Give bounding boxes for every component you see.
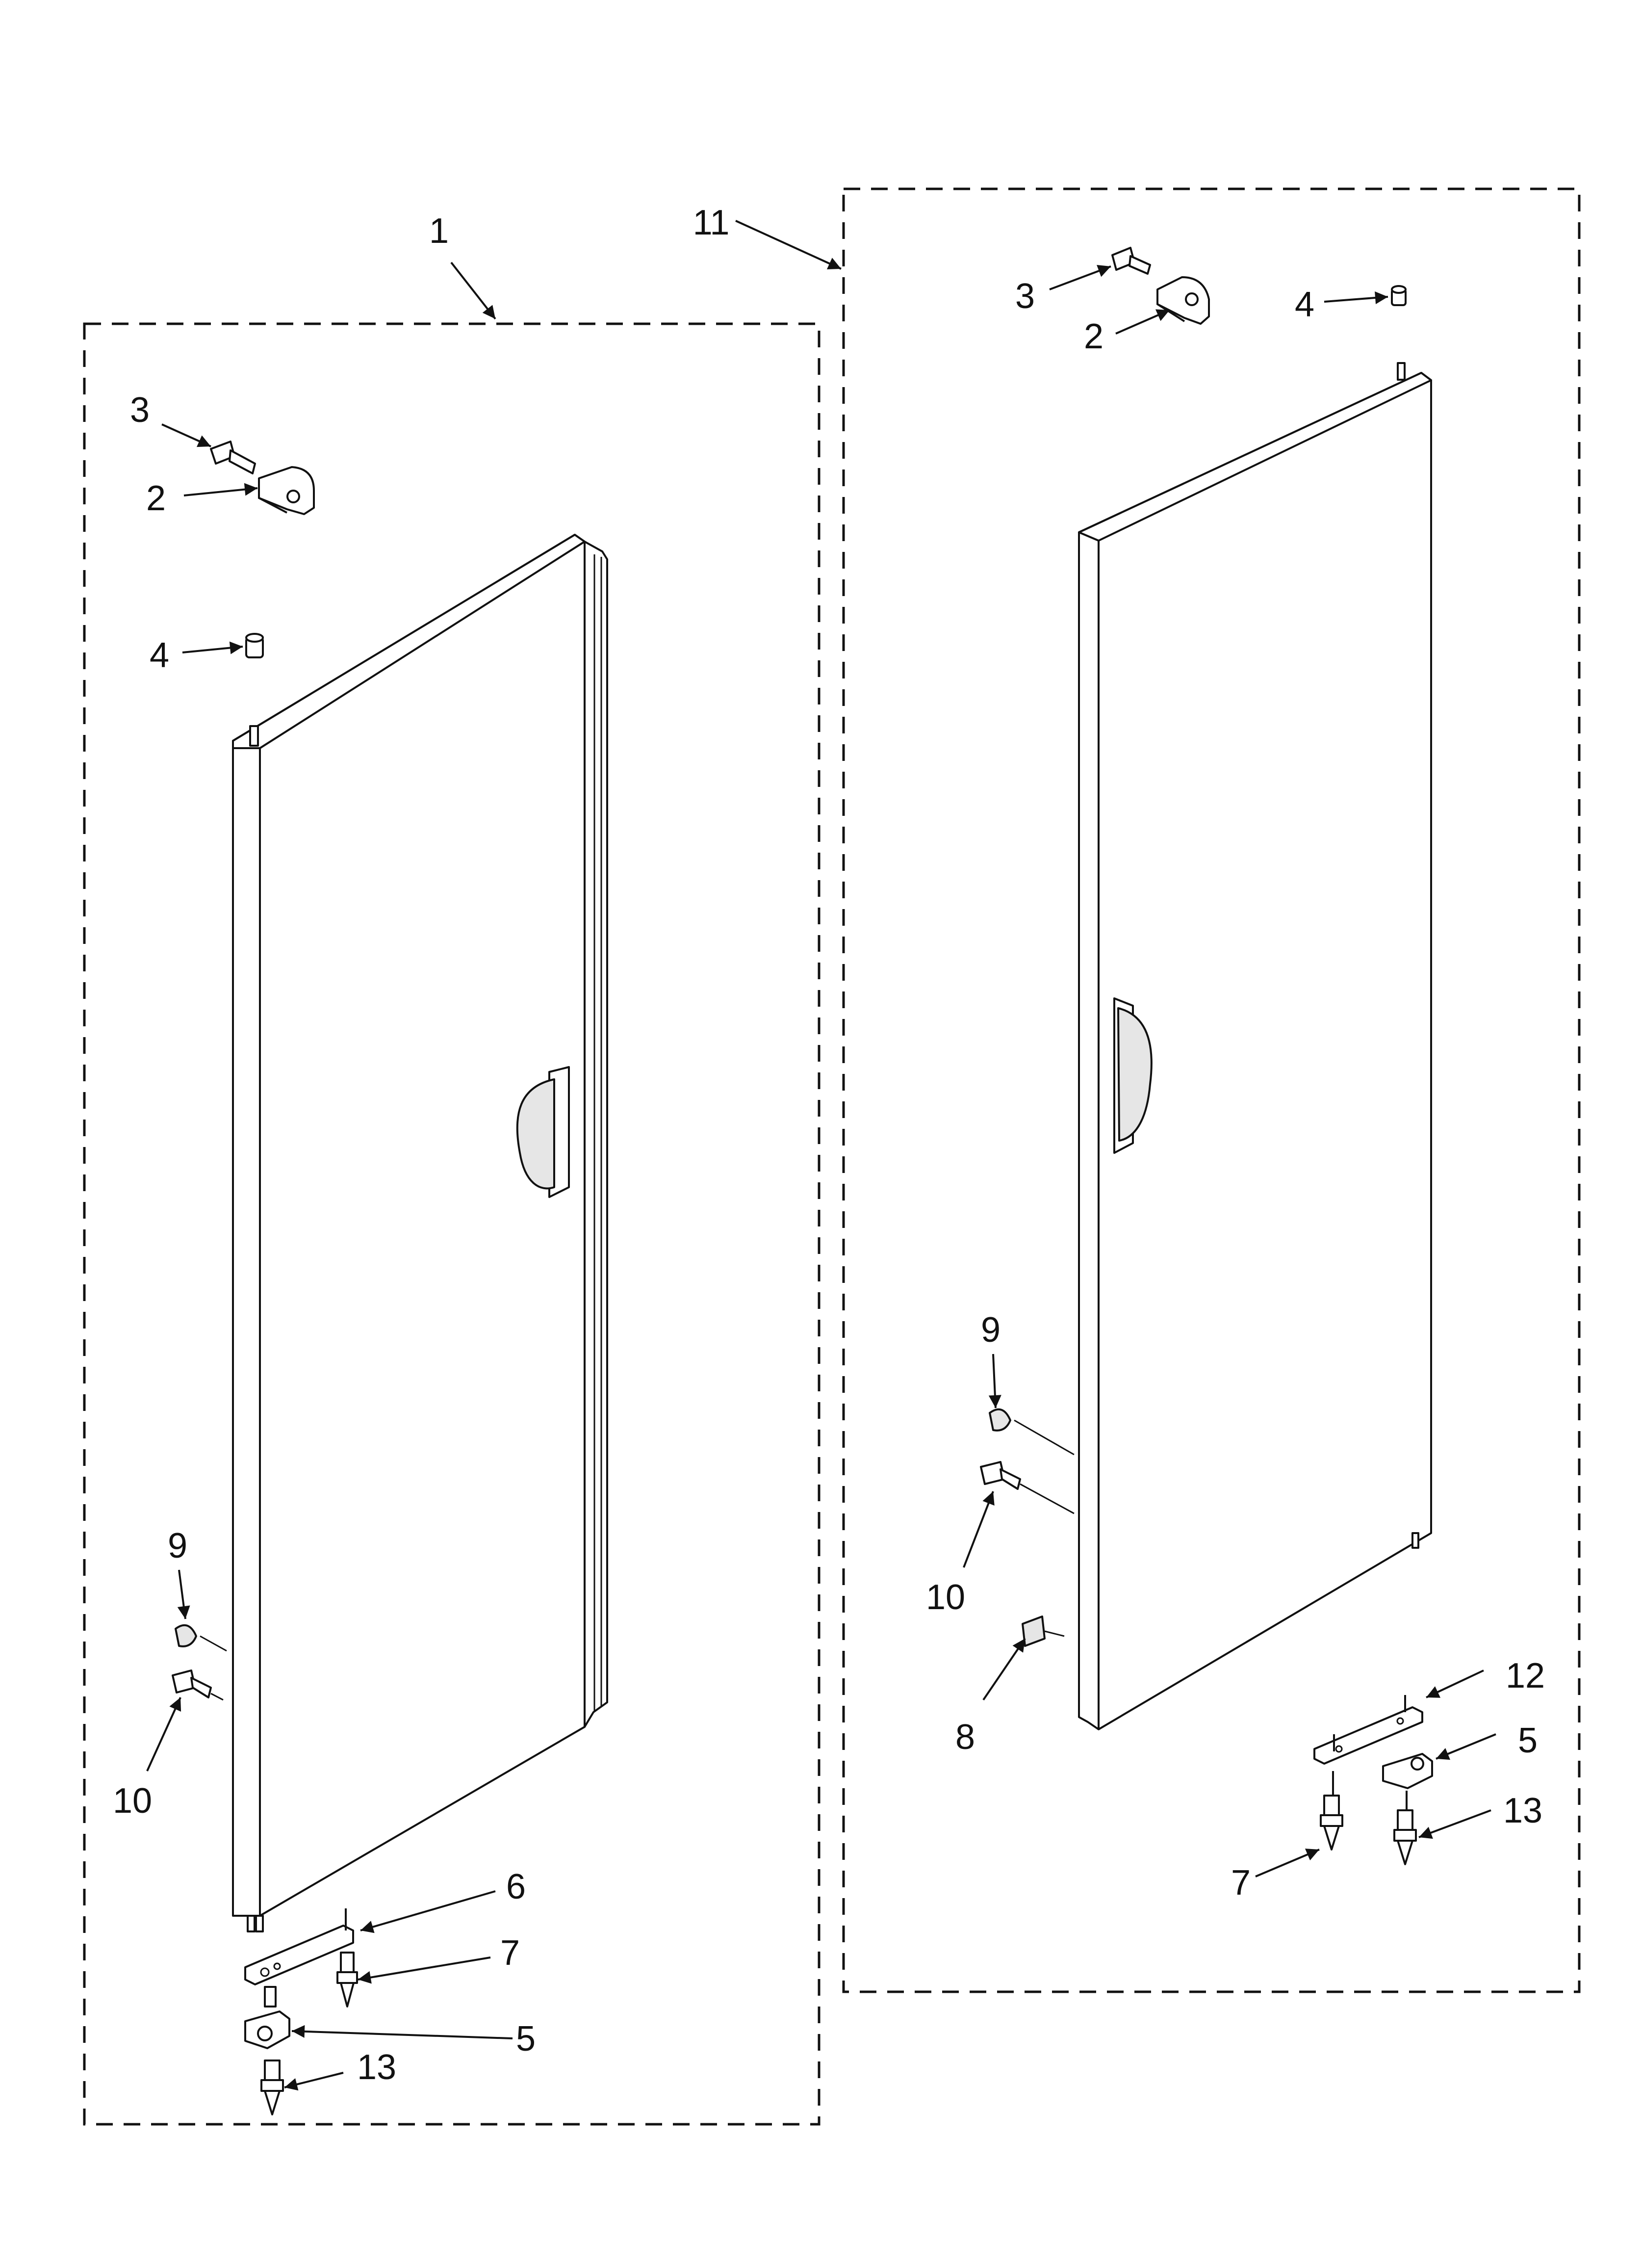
left-door-panel xyxy=(232,534,608,1932)
right-plug-part xyxy=(989,1408,1075,1456)
callout-left-bottom-screw: 13 xyxy=(357,2048,396,2087)
callout-left-plug: 9 xyxy=(168,1526,187,1565)
right-hinge-plate-part xyxy=(1313,1695,1423,1765)
callout-left-assembly: 1 xyxy=(429,211,449,251)
right-bottom-screw-part xyxy=(1393,1791,1417,1865)
callout-right-spacer: 4 xyxy=(1295,285,1314,324)
right-top-screw-part xyxy=(1111,247,1151,275)
callout-left-hinge-bracket: 5 xyxy=(516,2019,536,2059)
right-tape-part xyxy=(1022,1616,1065,1647)
left-door-assembly: 1 3 2 4 9 10 6 7 5 13 xyxy=(83,211,821,2126)
right-hinge-bracket-part xyxy=(1382,1753,1433,1789)
callout-left-hinge-screw: 7 xyxy=(500,1933,520,1973)
callout-right-hinge-plate: 12 xyxy=(1506,1656,1545,1695)
callout-right-plug: 9 xyxy=(981,1310,1001,1350)
right-spacer-part xyxy=(1391,285,1407,306)
left-side-screw-part xyxy=(172,1669,224,1701)
callout-right-bottom-screw: 13 xyxy=(1503,1791,1542,1830)
left-plug-part xyxy=(175,1624,227,1652)
left-hinge-cover-part xyxy=(258,466,315,515)
callout-left-top-screw: 3 xyxy=(130,391,150,430)
callout-left-hinge-plate: 6 xyxy=(506,1867,526,1906)
left-assembly-boundary xyxy=(83,322,821,2126)
callout-right-hinge-cover: 2 xyxy=(1084,317,1103,356)
left-hinge-screw-part xyxy=(336,1952,358,2007)
right-door-handle-recess xyxy=(1113,997,1153,1154)
right-hinge-cover-part xyxy=(1156,276,1210,325)
left-door-handle-recess xyxy=(516,1066,570,1198)
callout-right-side-screw: 10 xyxy=(926,1578,965,1617)
left-top-screw-part xyxy=(210,441,256,474)
callout-left-side-screw: 10 xyxy=(113,1781,152,1821)
left-spacer-part xyxy=(245,633,264,658)
left-hinge-plate-part xyxy=(244,1908,354,2007)
left-hinge-bracket-part xyxy=(244,2010,290,2049)
callout-right-hinge-screw: 7 xyxy=(1231,1863,1251,1903)
right-door-panel xyxy=(1078,362,1432,1730)
callout-left-spacer: 4 xyxy=(150,636,169,675)
left-bottom-screw-part xyxy=(260,2059,284,2115)
callout-left-hinge-cover: 2 xyxy=(146,479,166,518)
right-leader-lines xyxy=(735,220,1496,1877)
right-side-screw-part xyxy=(980,1461,1075,1514)
left-leader-lines xyxy=(146,261,513,2091)
callout-right-tape: 8 xyxy=(955,1718,975,1757)
callout-right-hinge-bracket: 5 xyxy=(1518,1721,1538,1760)
callout-right-top-screw: 3 xyxy=(1015,277,1035,316)
callout-right-assembly: 11 xyxy=(693,203,730,242)
right-hinge-screw-part xyxy=(1320,1771,1343,1851)
right-assembly-boundary xyxy=(842,187,1581,1993)
right-door-assembly: 11 3 2 4 9 10 8 12 5 13 7 xyxy=(693,187,1581,1993)
